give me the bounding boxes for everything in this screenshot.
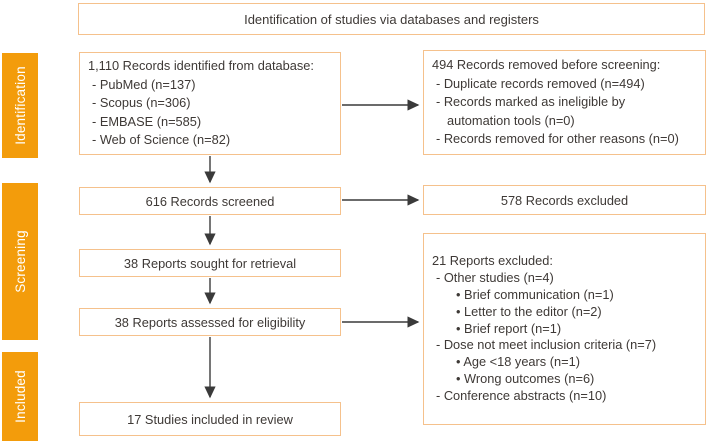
box-line: 21 Reports excluded: bbox=[432, 252, 553, 268]
stage-label: Screening bbox=[12, 230, 28, 293]
box-label: 38 Reports sought for retrieval bbox=[123, 255, 297, 271]
box-records-removed: 494 Records removed before screening: - … bbox=[423, 50, 706, 155]
box-line: • Letter to the editor (n=2) bbox=[456, 303, 602, 319]
box-label: 17 Studies included in review bbox=[127, 411, 293, 427]
box-line: - Other studies (n=4) bbox=[436, 269, 554, 285]
header-box: Identification of studies via databases … bbox=[78, 3, 705, 35]
stage-bar-screening: Screening bbox=[2, 183, 38, 340]
box-label: 578 Records excluded bbox=[500, 192, 629, 208]
box-label: 616 Records screened bbox=[145, 193, 275, 209]
stage-label: Included bbox=[12, 370, 28, 423]
box-reports-assessed: 38 Reports assessed for eligibility bbox=[79, 308, 341, 336]
box-line: 494 Records removed before screening: bbox=[432, 57, 661, 73]
box-reports-excluded: 21 Reports excluded: - Other studies (n=… bbox=[423, 233, 706, 425]
box-line: 1,110 Records identified from database: bbox=[88, 58, 314, 74]
box-line: - EMBASE (n=585) bbox=[92, 113, 202, 129]
box-line: - PubMed (n=137) bbox=[92, 76, 196, 92]
box-records-identified: 1,110 Records identified from database: … bbox=[79, 52, 341, 155]
box-line: - Conference abstracts (n=10) bbox=[436, 388, 607, 404]
box-line: - Records marked as ineligible by bbox=[436, 94, 626, 110]
box-records-excluded: 578 Records excluded bbox=[423, 185, 706, 215]
box-line: automation tools (n=0) bbox=[447, 112, 575, 128]
box-line: - Web of Science (n=82) bbox=[92, 132, 231, 148]
box-line: - Scopus (n=306) bbox=[92, 95, 191, 111]
header-title: Identification of studies via databases … bbox=[244, 11, 539, 27]
box-line: • Brief report (n=1) bbox=[456, 320, 562, 336]
box-line: - Duplicate records removed (n=494) bbox=[436, 75, 645, 91]
stage-bar-identification: Identification bbox=[2, 53, 38, 158]
box-line: • Wrong outcomes (n=6) bbox=[456, 371, 595, 387]
box-records-screened: 616 Records screened bbox=[79, 187, 341, 215]
box-line: - Records removed for other reasons (n=0… bbox=[436, 131, 679, 147]
stage-label: Identification bbox=[12, 66, 28, 145]
stage-bar-included: Included bbox=[2, 352, 38, 441]
box-studies-included: 17 Studies included in review bbox=[79, 402, 341, 436]
box-line: • Age <18 years (n=1) bbox=[456, 354, 580, 370]
box-line: - Dose not meet inclusion criteria (n=7) bbox=[436, 337, 657, 353]
box-line: • Brief communication (n=1) bbox=[456, 286, 614, 302]
box-label: 38 Reports assessed for eligibility bbox=[114, 314, 306, 330]
box-reports-sought: 38 Reports sought for retrieval bbox=[79, 249, 341, 277]
